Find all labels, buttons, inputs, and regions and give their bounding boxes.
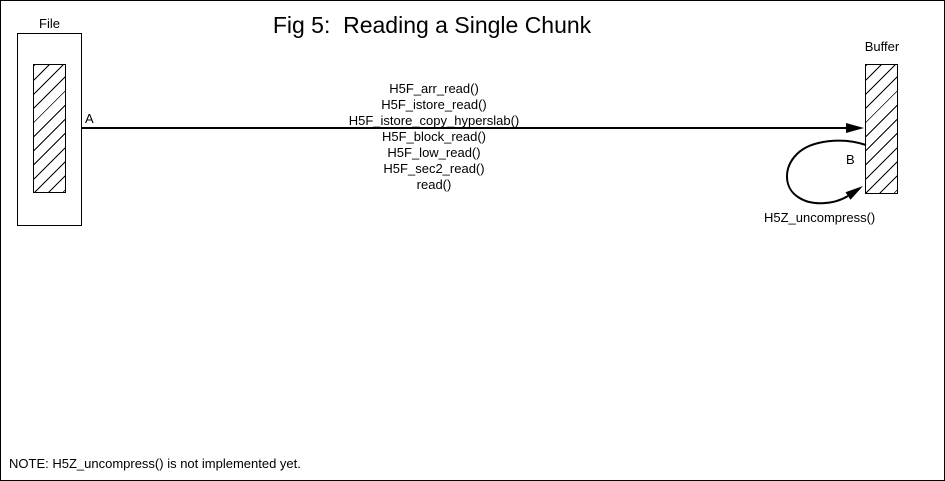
uncompress-caption: H5Z_uncompress() (764, 210, 876, 225)
call-stack-line: read() (416, 177, 452, 192)
arrow-a-label: A (85, 111, 94, 126)
file-label: File (39, 16, 60, 31)
figure-title: Fig 5: Reading a Single Chunk (272, 12, 592, 38)
call-stack-line: H5F_low_read() (387, 145, 481, 160)
footnote: NOTE: H5Z_uncompress() is not implemente… (9, 456, 301, 471)
uncompress-loop-line (786, 139, 867, 205)
call-stack-line: H5F_istore_read() (381, 97, 487, 112)
call-stack-line: H5F_istore_copy_hyperslab() (348, 113, 520, 128)
call-stack-line: H5F_block_read() (381, 129, 487, 144)
arrow-b-label: B (846, 152, 855, 167)
file-chunk-hatch (33, 64, 66, 193)
call-stack-line: H5F_arr_read() (389, 81, 479, 96)
uncompress-arrowhead-icon (845, 186, 863, 200)
buffer-label: Buffer (864, 39, 900, 54)
call-stack-line: H5F_sec2_read() (383, 161, 485, 176)
read-call-stack: H5F_arr_read() H5F_istore_read() H5F_ist… (349, 81, 520, 193)
buffer-hatch (865, 64, 898, 194)
read-arrowhead-icon (846, 123, 864, 133)
